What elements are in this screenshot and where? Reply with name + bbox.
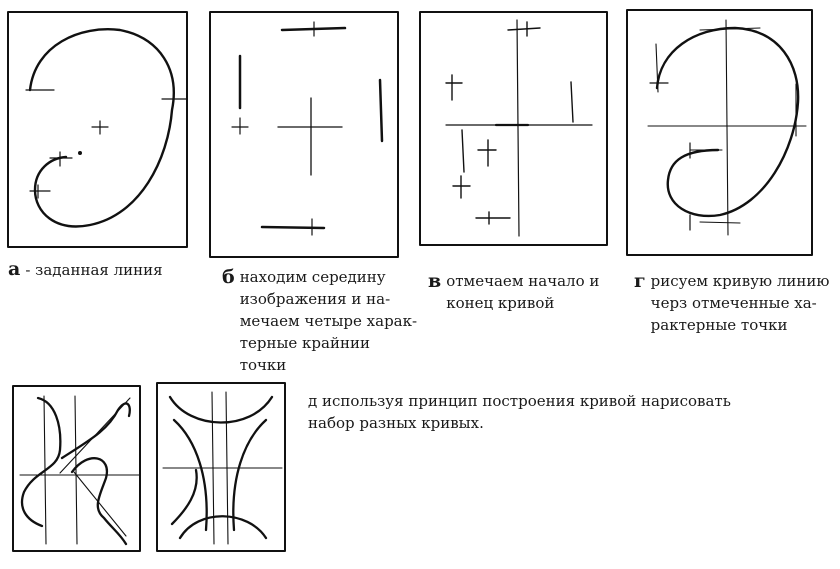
panel-d2 xyxy=(156,382,286,552)
frame-v xyxy=(419,11,608,246)
curves-d2 xyxy=(168,395,274,540)
panel-d1 xyxy=(12,385,141,552)
given-curve xyxy=(28,28,175,228)
frame-a xyxy=(7,11,188,248)
extreme-points-b xyxy=(231,21,384,236)
center-dot-a xyxy=(78,151,82,155)
caption-g-letter: г xyxy=(634,270,646,292)
center-cross-b xyxy=(277,97,343,176)
panel-g xyxy=(626,9,813,256)
axes-v xyxy=(445,19,593,237)
frame-d1 xyxy=(12,385,141,552)
panel-v xyxy=(419,11,608,246)
caption-a: а- заданная линия xyxy=(8,258,163,281)
caption-a-letter: а xyxy=(8,258,21,280)
frame-g xyxy=(626,9,813,256)
drawn-curve xyxy=(655,26,800,218)
point-ticks-g xyxy=(649,82,691,231)
panel-b xyxy=(209,11,399,258)
frame-d2 xyxy=(156,382,286,552)
caption-v-letter: в xyxy=(428,270,442,292)
caption-a-text: - заданная линия xyxy=(25,261,163,279)
guide-lines-d1 xyxy=(19,395,141,545)
caption-b-text: находим середину изображения и на- мечае… xyxy=(239,268,418,374)
hatch-marks-a xyxy=(25,89,187,199)
guide-lines-d2 xyxy=(162,391,283,545)
caption-d: д используя принцип построения кривой на… xyxy=(308,390,731,434)
marked-points-v xyxy=(445,21,574,225)
curves-d1 xyxy=(20,396,131,546)
panel-a xyxy=(7,11,188,248)
caption-v-text: отмечаем начало и конец кривой xyxy=(446,272,600,312)
caption-d-text: д используя принцип построения кривой на… xyxy=(308,392,731,432)
caption-b-letter: б xyxy=(222,266,235,288)
frame-b xyxy=(209,11,399,258)
caption-g-text: рисуем кривую линию черз отмеченные ха- … xyxy=(650,272,830,334)
